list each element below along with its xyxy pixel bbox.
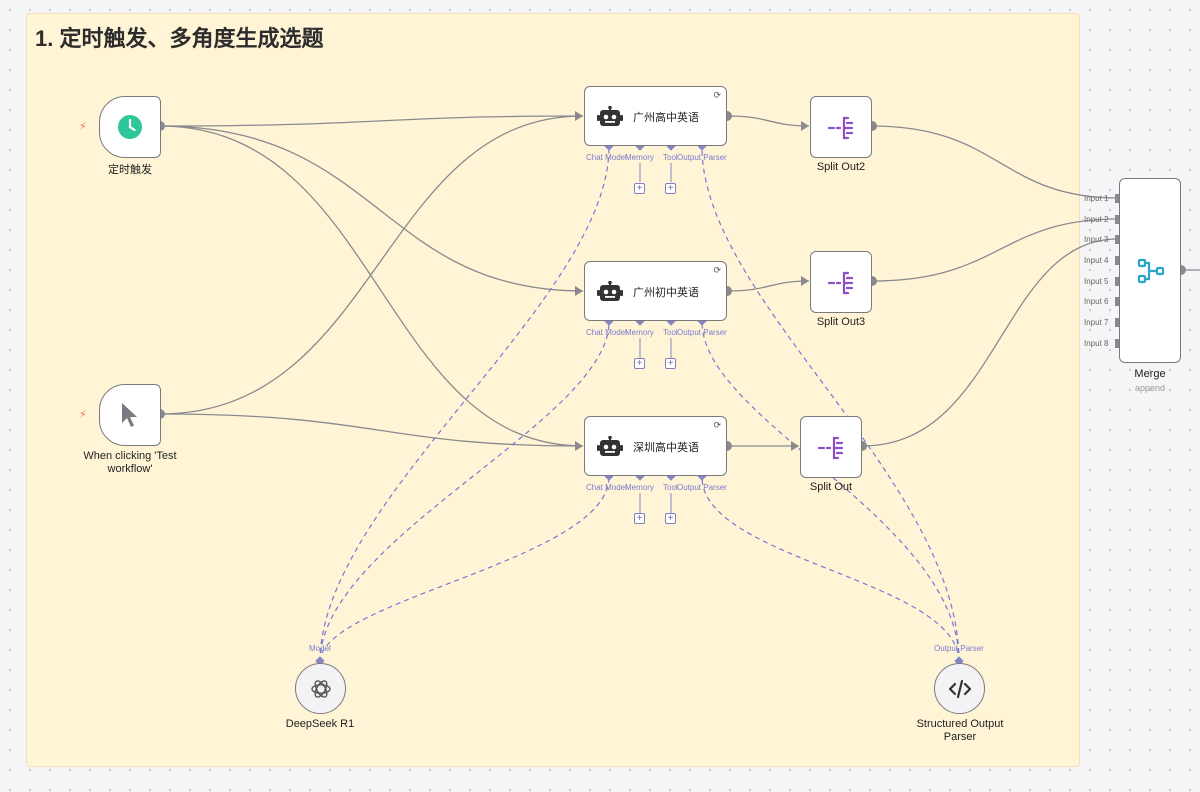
merge-input-label: Input 5 xyxy=(1084,277,1109,286)
agent-node-shenzhen-senior[interactable]: ⟳ 深圳高中英语 xyxy=(584,416,727,476)
split-out-icon xyxy=(818,436,844,460)
agent-title: 深圳高中英语 xyxy=(633,442,699,454)
port-tool: Tool xyxy=(663,153,678,162)
manual-trigger-node[interactable] xyxy=(99,384,161,446)
refresh-icon: ⟳ xyxy=(713,90,721,100)
trigger-bolt-icon: ⚡ xyxy=(79,409,87,421)
structured-output-parser-node[interactable] xyxy=(934,663,985,714)
robot-icon xyxy=(597,436,623,456)
deepseek-model-node[interactable] xyxy=(295,663,346,714)
add-tool-button[interactable]: + xyxy=(665,183,676,194)
schedule-trigger-label: 定时触发 xyxy=(108,164,152,176)
cursor-icon xyxy=(122,403,137,427)
edge-split2-merge xyxy=(871,125,1119,199)
split-out-icon xyxy=(828,271,854,295)
code-icon xyxy=(949,679,971,699)
add-tool-button[interactable]: + xyxy=(665,513,676,524)
sticky-note: 1. 定时触发、多角度生成选题 xyxy=(26,13,1080,767)
port-output-parser: Output Parser xyxy=(677,483,727,492)
merge-label: Merge xyxy=(1134,368,1166,380)
port-chat-model: Chat Model xyxy=(586,328,627,337)
merge-input-label: Input 1 xyxy=(1084,194,1109,203)
edge-manual-agent3 xyxy=(159,413,584,447)
sticky-title: 1. 定时触发、多角度生成选题 xyxy=(35,26,324,51)
split-out3-node[interactable] xyxy=(810,251,872,313)
split-out2-node[interactable] xyxy=(810,96,872,158)
port-tool: Tool xyxy=(663,483,678,492)
port-memory: Memory xyxy=(625,483,654,492)
agent-title: 广州高中英语 xyxy=(633,112,699,124)
add-memory-button[interactable]: + xyxy=(634,358,645,369)
split-out-icon xyxy=(828,116,854,140)
port-chat-model: Chat Model xyxy=(586,153,627,162)
edge-deepseek-agent1 xyxy=(319,146,610,663)
merge-input-label: Input 7 xyxy=(1084,318,1109,327)
port-output-parser: Output Parser xyxy=(677,153,727,162)
edge-manual-agent1 xyxy=(159,115,584,415)
split-out2-label: Split Out2 xyxy=(816,161,866,173)
robot-icon xyxy=(597,106,623,126)
agent-node-guangzhou-junior[interactable]: ⟳ 广州初中英语 xyxy=(584,261,727,321)
merge-input-label: Input 2 xyxy=(1084,215,1109,224)
add-tool-button[interactable]: + xyxy=(665,358,676,369)
add-memory-button[interactable]: + xyxy=(634,183,645,194)
merge-sublabel: append xyxy=(1134,383,1166,393)
edge-parser-agent3 xyxy=(701,476,960,663)
port-tool: Tool xyxy=(663,328,678,337)
port-memory: Memory xyxy=(625,328,654,337)
merge-input-label: Input 8 xyxy=(1084,339,1109,348)
clock-icon xyxy=(118,115,142,139)
agent-title: 广州初中英语 xyxy=(633,287,699,299)
split-out3-label: Split Out3 xyxy=(816,316,866,328)
edge-agent1-split2 xyxy=(726,115,810,127)
merge-input-label: Input 6 xyxy=(1084,297,1109,306)
trigger-bolt-icon: ⚡ xyxy=(79,121,87,133)
agent-node-guangzhou-senior[interactable]: ⟳ 广州高中英语 xyxy=(584,86,727,146)
edge-parser-agent2 xyxy=(701,321,960,663)
port-model: Model xyxy=(309,644,331,653)
split-out-node[interactable] xyxy=(800,416,862,478)
deepseek-label: DeepSeek R1 xyxy=(285,718,355,730)
edge-schedule-agent1 xyxy=(159,115,584,127)
edge-split3-merge xyxy=(871,218,1119,282)
merge-input-label: Input 4 xyxy=(1084,256,1109,265)
edge-schedule-agent2 xyxy=(159,125,584,292)
merge-node[interactable] xyxy=(1119,178,1181,363)
edge-agent2-split3 xyxy=(726,280,810,292)
add-memory-button[interactable]: + xyxy=(634,513,645,524)
merge-input-label: Input 3 xyxy=(1084,235,1109,244)
edge-parser-agent1 xyxy=(701,146,960,663)
edge-deepseek-agent2 xyxy=(319,321,610,663)
merge-icon xyxy=(1137,258,1165,284)
edge-split1-merge xyxy=(861,238,1119,447)
schedule-trigger-node[interactable] xyxy=(99,96,161,158)
port-memory: Memory xyxy=(625,153,654,162)
port-chat-model: Chat Model xyxy=(586,483,627,492)
port-output-parser: Output Parser xyxy=(677,328,727,337)
split-out-label: Split Out xyxy=(809,481,853,493)
port-output-parser: Output Parser xyxy=(934,644,984,653)
refresh-icon: ⟳ xyxy=(713,265,721,275)
openai-icon xyxy=(311,680,331,698)
edge-deepseek-agent3 xyxy=(319,476,610,663)
robot-icon xyxy=(597,281,623,301)
edge-schedule-agent3 xyxy=(159,125,584,447)
refresh-icon: ⟳ xyxy=(713,420,721,430)
